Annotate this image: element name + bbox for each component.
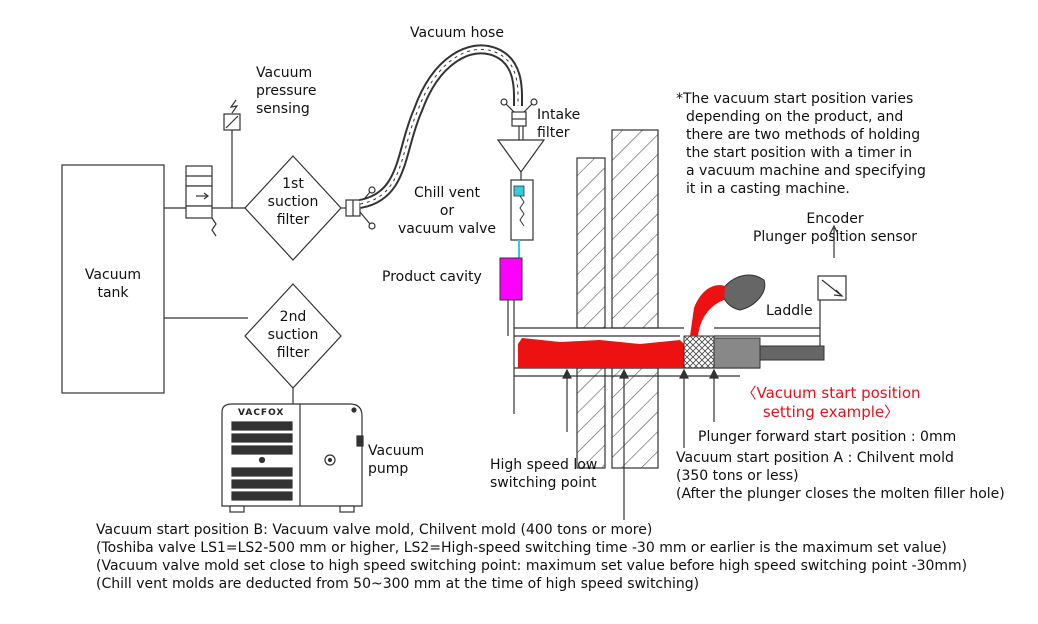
note-text: *The vacuum start position varies depend…: [676, 91, 926, 197]
ladle: [721, 274, 766, 311]
vacuum-pump: [221, 403, 364, 513]
label-chill-vent: Chill vent or vacuum valve: [397, 185, 497, 237]
molten-metal: [518, 338, 684, 368]
product-cavity: [499, 257, 523, 301]
label-second-suction-filter: 2nd suction filter: [267, 309, 319, 361]
intake-coupling: [500, 98, 538, 127]
plunger-tip: [713, 337, 761, 369]
hose-coupling-left: [345, 186, 376, 230]
label-vacuum-pressure-sensing: Vacuum pressure sensing: [256, 65, 317, 117]
label-encoder: Encoder Plunger position sensor: [752, 211, 918, 245]
plunger-rod: [759, 345, 825, 361]
filler-hole-crosshatch: [683, 335, 715, 369]
moving-die-plate: [611, 129, 659, 329]
label-first-suction-filter: 1st suction filter: [267, 176, 319, 228]
label-vacuum-tank: Vacuum tank: [84, 267, 142, 301]
vacuum-tank: [61, 164, 165, 394]
pour-stream: [690, 285, 725, 336]
label-vacuum-pump: Vacuum pump: [368, 443, 425, 477]
encoder-sensor: [817, 275, 847, 301]
label-laddle: Laddle: [766, 303, 813, 319]
label-position-a: Vacuum start position A : Chilvent mold …: [676, 450, 1005, 502]
pressure-sensor: [223, 99, 241, 131]
first-suction-filter: [244, 155, 342, 261]
position-b-text: Vacuum start position B: Vacuum valve mo…: [96, 522, 968, 592]
label-product-cavity: Product cavity: [382, 269, 482, 285]
pump-brand-logo: VACFOX: [238, 408, 285, 418]
label-intake-filter: Intake filter: [537, 107, 581, 141]
label-plunger-forward: Plunger forward start position : 0mm: [698, 429, 957, 445]
intake-filter: [496, 139, 546, 174]
position-markers: [562, 368, 719, 520]
solenoid-valve: [185, 165, 217, 237]
fixed-die-plate: [576, 157, 606, 329]
example-title: 〈Vacuum start position setting example〉: [741, 384, 921, 421]
label-vacuum-hose: Vacuum hose: [410, 25, 504, 41]
label-high-speed-point: High speed low switching point: [490, 457, 598, 491]
